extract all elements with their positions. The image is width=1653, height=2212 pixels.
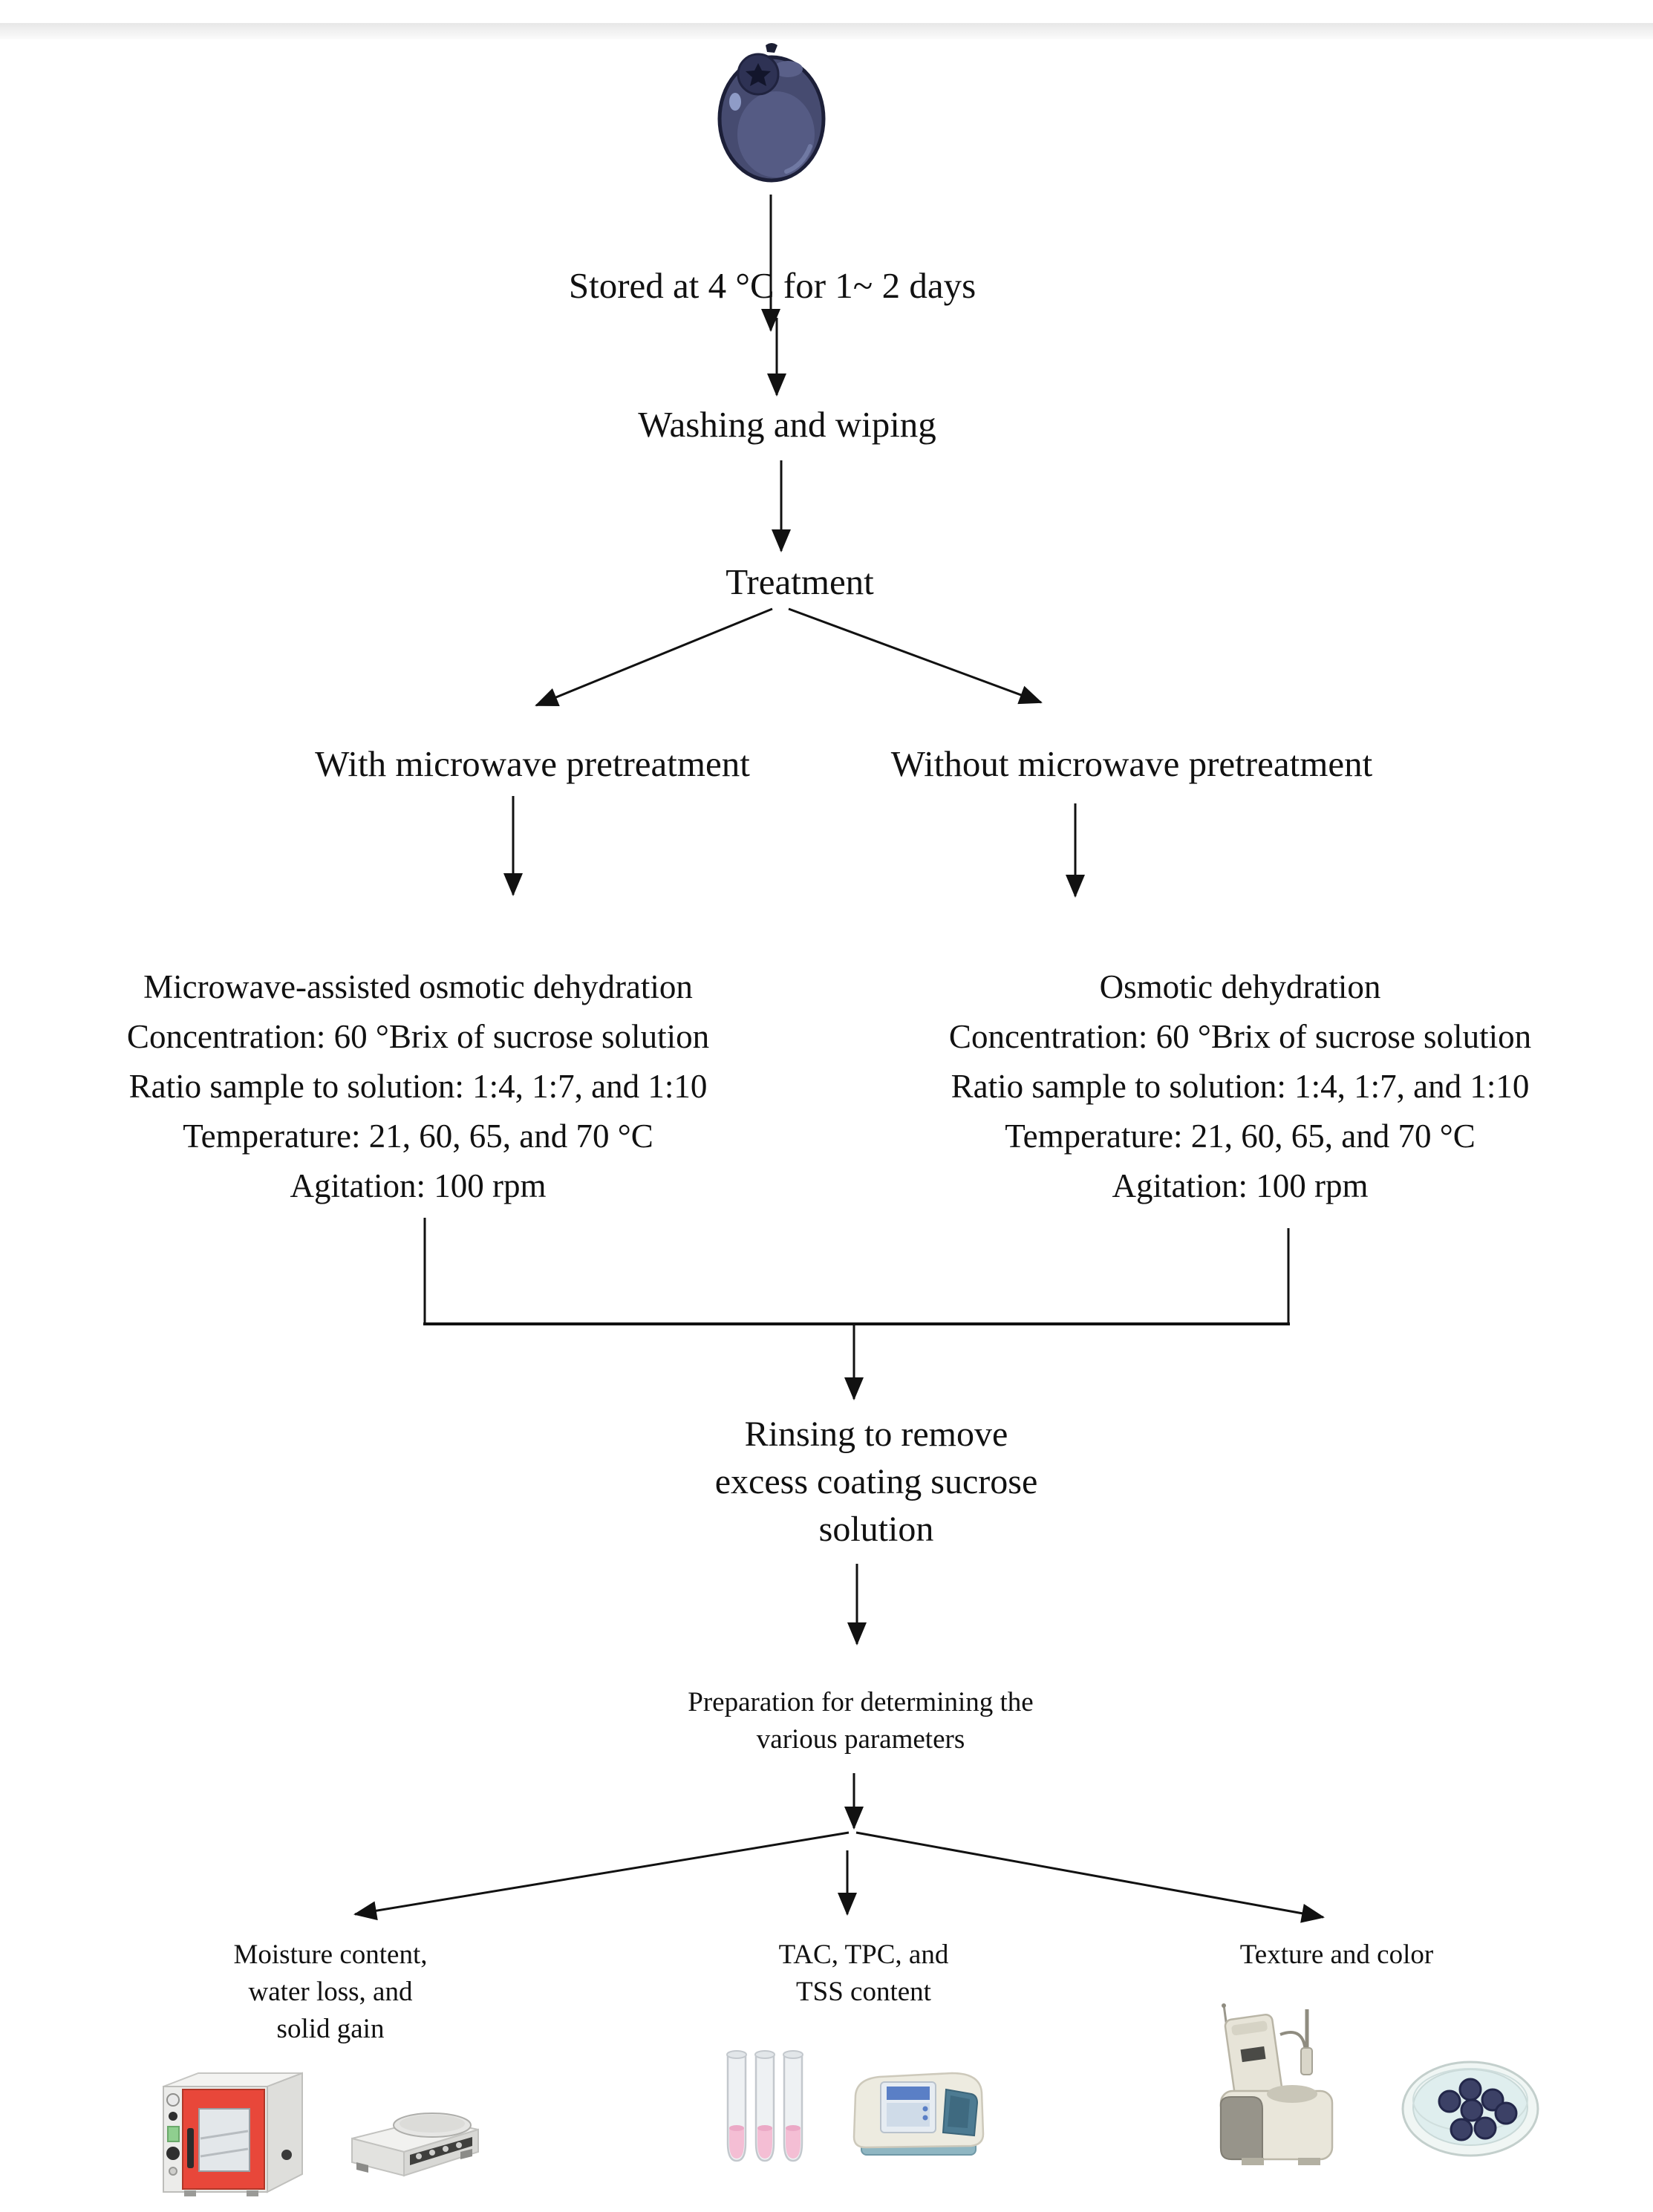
spectrophotometer-icon bbox=[852, 2072, 985, 2156]
step-treatment: Treatment bbox=[726, 561, 874, 602]
petri-dish-icon bbox=[1401, 2061, 1539, 2157]
texture-analyzer-icon bbox=[1219, 2003, 1334, 2165]
rinsing-line: solution bbox=[818, 1510, 934, 1549]
output-line: TSS content bbox=[796, 1977, 931, 2007]
step-washing: Washing and wiping bbox=[638, 404, 936, 445]
preparation-line: Preparation for determining the bbox=[688, 1687, 1034, 1717]
vacuum-oven-icon bbox=[163, 2072, 303, 2196]
od-line: Temperature: 21, 60, 65, and 70 °C bbox=[1005, 1118, 1476, 1155]
od-line: Ratio sample to solution: 1:4, 1:7, and … bbox=[951, 1068, 1530, 1105]
step-rinsing: Rinsing to remove excess coating sucrose… bbox=[715, 1411, 1038, 1553]
output-moisture-label: Moisture content, water loss, and solid … bbox=[233, 1937, 427, 2048]
preparation-line: various parameters bbox=[756, 1724, 965, 1755]
rinsing-line: Rinsing to remove bbox=[744, 1415, 1008, 1454]
mao-line: Concentration: 60 °Brix of sucrose solut… bbox=[126, 1018, 710, 1055]
analytical-balance-icon bbox=[351, 2113, 479, 2177]
od-line: Osmotic dehydration bbox=[1099, 968, 1381, 1005]
branch-label-without-microwave: Without microwave pretreatment bbox=[890, 743, 1373, 784]
output-tac-label: TAC, TPC, and TSS content bbox=[779, 1937, 949, 2011]
od-line: Agitation: 100 rpm bbox=[1112, 1167, 1369, 1204]
output-texture-label: Texture and color bbox=[1240, 1937, 1433, 1974]
mao-parameters-block: Microwave-assisted osmotic dehydration C… bbox=[127, 962, 709, 1211]
od-parameters-block: Osmotic dehydration Concentration: 60 °B… bbox=[949, 962, 1531, 1211]
od-line: Concentration: 60 °Brix of sucrose solut… bbox=[948, 1018, 1532, 1055]
test-tubes-icon bbox=[726, 2050, 803, 2162]
top-shadow-divider bbox=[0, 23, 1653, 39]
rinsing-line: excess coating sucrose bbox=[714, 1462, 1038, 1501]
output-line: water loss, and bbox=[248, 1977, 413, 2007]
output-line: TAC, TPC, and bbox=[778, 1939, 949, 1970]
mao-line: Microwave-assisted osmotic dehydration bbox=[143, 968, 693, 1005]
blueberry-icon bbox=[717, 43, 826, 183]
branch-label-with-microwave: With microwave pretreatment bbox=[315, 743, 750, 784]
output-line: solid gain bbox=[276, 2014, 385, 2044]
output-line: Texture and color bbox=[1239, 1939, 1434, 1970]
mao-line: Ratio sample to solution: 1:4, 1:7, and … bbox=[128, 1068, 708, 1105]
mao-line: Temperature: 21, 60, 65, and 70 °C bbox=[183, 1118, 653, 1155]
step-stored: Stored at 4 °C for 1~ 2 days bbox=[568, 265, 977, 306]
output-line: Moisture content, bbox=[233, 1939, 428, 1970]
mao-line: Agitation: 100 rpm bbox=[290, 1167, 547, 1204]
step-preparation: Preparation for determining the various … bbox=[688, 1684, 1033, 1758]
